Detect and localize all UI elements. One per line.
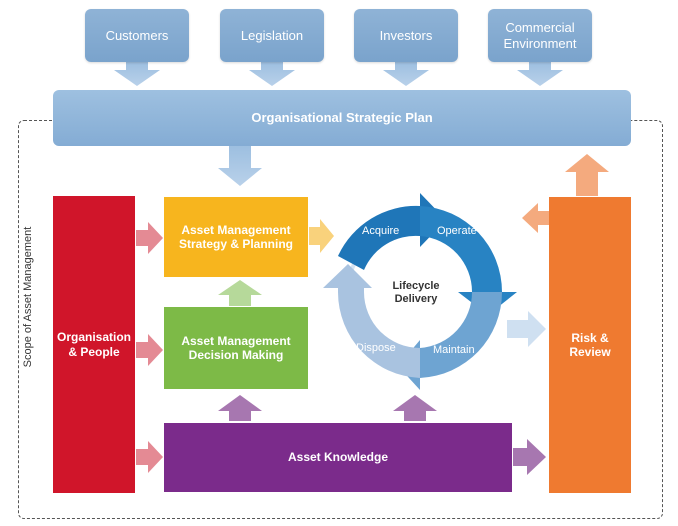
decision-up-arrow (218, 280, 262, 306)
asset-knowledge-label: Asset Knowledge (287, 450, 389, 465)
asset-knowledge-box: Asset Knowledge (164, 423, 512, 492)
cycle-to-risk-arrow (507, 311, 546, 347)
acquire-segment (338, 193, 446, 270)
operate-label: Operate (437, 225, 477, 237)
lifecycle-center-label: Lifecycle Delivery (392, 280, 440, 306)
organisation-people-box: Organisation & People (53, 196, 135, 493)
investors-down-arrow (383, 62, 429, 86)
maintain-label: Maintain (433, 344, 475, 356)
dispose-segment (323, 264, 420, 378)
am-strategy-planning-box: Asset Management Strategy & Planning (164, 197, 308, 277)
knowledge-to-cycle-arrow (393, 395, 437, 421)
am-strategy-planning-label: Asset Management Strategy & Planning (178, 222, 294, 251)
investors-box: Investors (354, 9, 458, 62)
org-to-knowledge-arrow (136, 441, 163, 473)
dispose-label: Dispose (356, 342, 396, 354)
legislation-box: Legislation (220, 9, 324, 62)
strategic-plan-bar: Organisational Strategic Plan (53, 90, 631, 146)
strategy-to-cycle-arrow (309, 219, 334, 253)
knowledge-to-decision-arrow (218, 395, 262, 421)
acquire-label: Acquire (362, 225, 400, 237)
plan-down-arrow (218, 146, 262, 186)
customers-down-arrow (114, 62, 160, 86)
operate-segment (420, 206, 517, 315)
knowledge-to-risk-arrow (513, 439, 546, 475)
org-to-decision-arrow (136, 334, 163, 366)
lifecycle-ring (323, 193, 517, 390)
am-decision-making-label: Asset Management Decision Making (181, 333, 291, 362)
risk-review-label: Risk & Review (569, 330, 611, 359)
organisation-people-label: Organisation & People (56, 330, 131, 359)
legislation-label: Legislation (240, 27, 304, 43)
risk-left-arrow (522, 203, 549, 233)
maintain-segment (398, 292, 503, 390)
risk-review-box: Risk & Review (549, 197, 631, 493)
strategic-plan-label: Organisational Strategic Plan (251, 110, 433, 126)
commercial-down-arrow (517, 62, 563, 86)
commercial-environment-box: Commercial Environment (488, 9, 592, 62)
org-to-strategy-arrow (136, 222, 163, 254)
investors-label: Investors (379, 27, 433, 43)
customers-label: Customers (105, 27, 169, 43)
customers-box: Customers (85, 9, 189, 62)
am-decision-making-box: Asset Management Decision Making (164, 307, 308, 389)
risk-up-arrow (565, 154, 609, 196)
commercial-environment-label: Commercial Environment (503, 20, 577, 51)
legislation-down-arrow (249, 62, 295, 86)
